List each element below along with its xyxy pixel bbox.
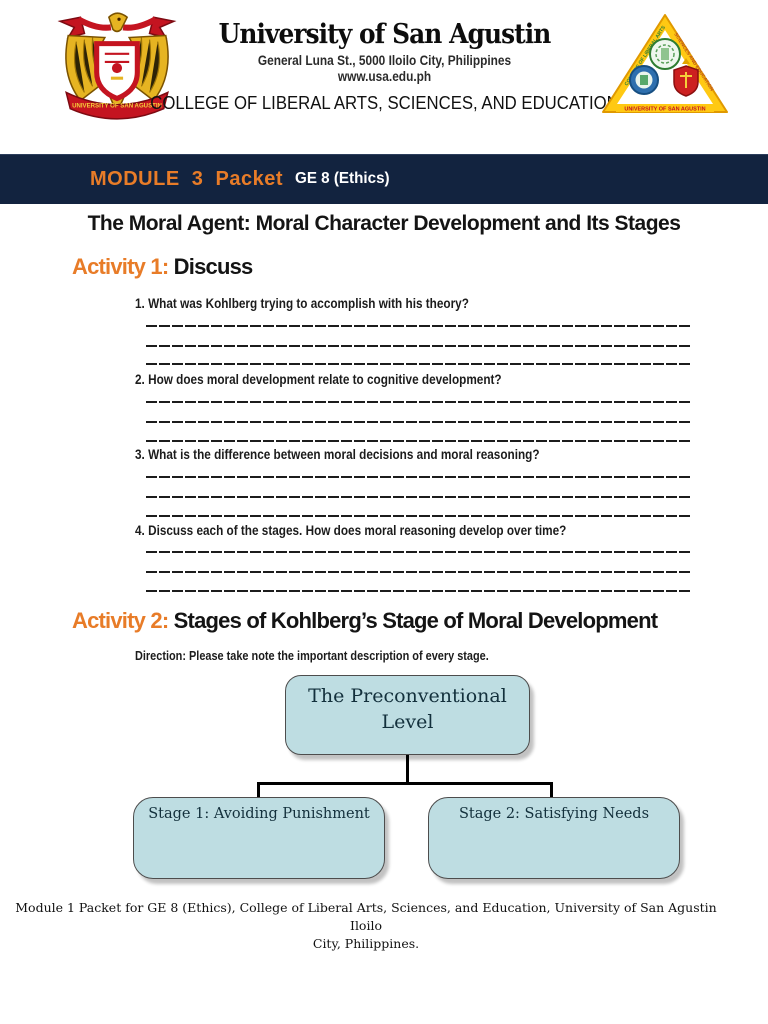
diagram-stage2-node: Stage 2: Satisfying Needs <box>428 797 680 879</box>
document-title: The Moral Agent: Moral Character Develop… <box>87 212 681 235</box>
answer-line <box>146 551 692 553</box>
activity-1-title: Discuss <box>173 254 254 279</box>
question-3: 3. What is the difference between moral … <box>135 446 540 462</box>
university-address: General Luna St., 5000 Iloilo City, Phil… <box>257 52 512 68</box>
answer-line <box>146 421 692 423</box>
diagram-root-node: The Preconventional Level <box>285 675 530 755</box>
activity-2-heading: Activity 2: Stages of Kohlberg’s Stage o… <box>72 608 658 634</box>
diagram-stage1-node: Stage 1: Avoiding Punishment <box>133 797 385 879</box>
activity-1-label: Activity 1: <box>72 254 169 279</box>
answer-line <box>146 571 692 573</box>
module-banner: MODULE 3 Packet GE 8 (Ethics) <box>0 154 768 204</box>
college-seal-icon: COLLEGE OF LIBERAL ARTS SCIENCES AND EDU… <box>602 14 728 113</box>
question-2: 2. How does moral development relate to … <box>135 371 502 387</box>
answer-line <box>146 401 692 403</box>
answer-line <box>146 345 692 347</box>
answer-line <box>146 476 692 478</box>
seal-bottom-text: UNIVERSITY OF SAN AGUSTIN <box>624 107 705 113</box>
diagram-connector <box>257 782 260 798</box>
footer-line-1: Module 1 Packet for GE 8 (Ethics), Colle… <box>15 900 717 934</box>
answer-line <box>146 496 692 498</box>
university-website: www.usa.edu.ph <box>337 68 432 84</box>
question-1: 1. What was Kohlberg trying to accomplis… <box>135 295 469 311</box>
college-name: COLLEGE OF LIBERAL ARTS, SCIENCES, AND E… <box>150 92 619 113</box>
page-footer: Module 1 Packet for GE 8 (Ethics), Colle… <box>0 899 768 953</box>
diagram-connector <box>257 782 553 785</box>
course-label: GE 8 (Ethics) <box>295 169 390 187</box>
activity-2-title: Stages of Kohlberg’s Stage of Moral Deve… <box>173 608 658 633</box>
answer-line <box>146 325 692 327</box>
answer-line <box>146 363 692 365</box>
answer-line <box>146 515 692 517</box>
answer-line <box>146 440 692 442</box>
direction-text: Direction: Please take note the importan… <box>135 648 489 663</box>
answer-line <box>146 590 692 592</box>
footer-line-2: City, Philippines. <box>312 936 420 952</box>
diagram-connector <box>550 782 553 798</box>
activity-1-heading: Activity 1: Discuss <box>72 254 254 280</box>
diagram-connector <box>406 755 409 784</box>
module-label: MODULE 3 Packet <box>90 168 284 190</box>
question-4: 4. Discuss each of the stages. How does … <box>135 522 567 538</box>
crest-ribbon-text: UNIVERSITY OF SAN AGUSTIN <box>72 103 162 110</box>
letterhead-text-block: University of San Agustin General Luna S… <box>132 20 637 114</box>
activity-2-label: Activity 2: <box>72 608 169 633</box>
university-crest-icon: UNIVERSITY OF SAN AGUSTIN <box>57 12 177 120</box>
university-name: University of San Agustin <box>218 19 552 50</box>
